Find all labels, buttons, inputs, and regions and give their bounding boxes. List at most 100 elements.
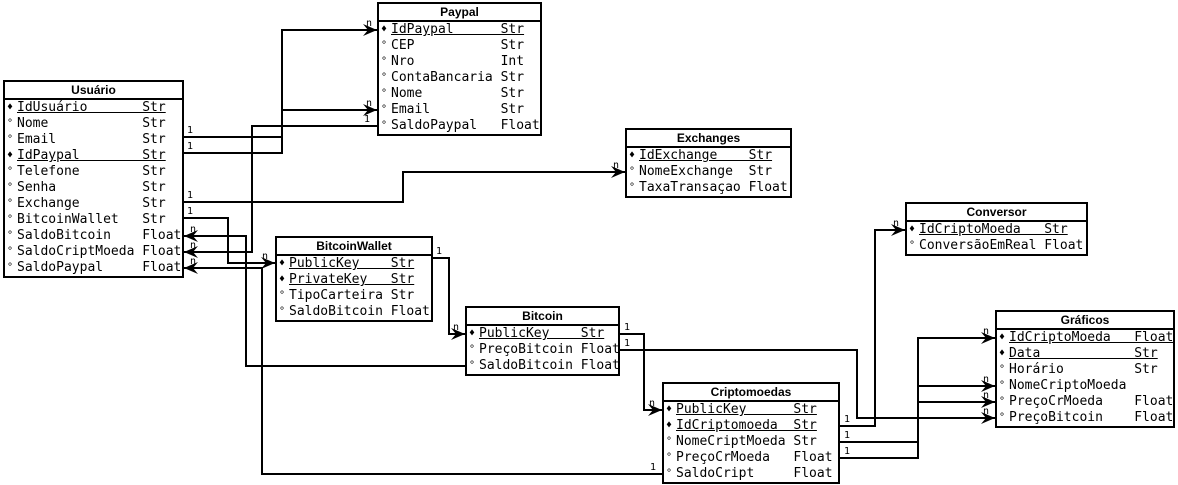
arrowhead-icon	[981, 380, 995, 392]
field-ring-icon: °	[279, 306, 286, 317]
field-name-and-type: PublicKey Str	[479, 326, 605, 341]
connector-bitcoin-to-criptomoedas-publickey[interactable]: 1n	[620, 322, 662, 416]
key-diamond-icon: ♦	[279, 258, 286, 269]
field-row-saldopaypal: °SaldoPaypal Float	[5, 260, 182, 276]
field-ring-icon: °	[381, 40, 388, 51]
field-row-taxatransaçao: °TaxaTransaçao Float	[627, 180, 790, 196]
cardinality-label: n	[983, 374, 989, 385]
entity-title: BitcoinWallet	[277, 238, 431, 256]
field-row-idpaypal: ♦IdPaypal Str	[5, 148, 182, 164]
field-row-saldobitcoin: °SaldoBitcoin Float	[467, 358, 618, 374]
cardinality-label: n	[190, 256, 196, 267]
entity-exchanges[interactable]: Exchanges♦IdExchange Str°NomeExchange St…	[625, 128, 792, 198]
connector-bitcoin-saldobitcoin-to-usuario-saldobitcoin[interactable]: n	[184, 224, 465, 367]
key-diamond-icon: ♦	[279, 274, 286, 285]
field-ring-icon: °	[469, 344, 476, 355]
key-diamond-icon: ♦	[381, 24, 388, 35]
field-name-and-type: Exchange Str	[17, 196, 166, 211]
entity-criptomoedas[interactable]: Criptomoedas♦PublicKey Str♦IdCriptomoeda…	[662, 382, 840, 484]
field-name-and-type: SaldoPaypal Float	[391, 118, 540, 133]
entity-usuario[interactable]: Usuário♦IdUsuário Str°Nome Str°Email Str…	[3, 80, 184, 278]
field-name-and-type: PrivateKey Str	[289, 272, 415, 287]
field-row-saldopaypal: °SaldoPaypal Float	[379, 118, 540, 134]
connector-criptomoedas-saldocript-to-usuario-saldopaypal[interactable]: 1n	[184, 256, 662, 475]
field-ring-icon: °	[279, 290, 286, 301]
key-diamond-icon: ♦	[7, 102, 14, 113]
connector-bitcoin-to-graficos-precobitcoin[interactable]: 1n	[620, 338, 995, 424]
field-name-and-type: Nome Str	[17, 116, 166, 131]
field-ring-icon: °	[999, 364, 1006, 375]
field-row-data: ♦Data Str	[997, 346, 1173, 362]
field-ring-icon: °	[629, 166, 636, 177]
field-row-preçobitcoin: °PreçoBitcoin Float	[997, 410, 1173, 426]
field-row-idusuário: ♦IdUsuário Str	[5, 100, 182, 116]
cardinality-label: 1	[187, 190, 193, 201]
entity-bitcoinwallet[interactable]: BitcoinWallet ♦PublicKey Str♦PrivateKey S…	[275, 236, 433, 322]
entity-title: Exchanges	[627, 130, 790, 148]
field-name-and-type: TaxaTransaçao Float	[639, 180, 788, 195]
field-row-idcriptomoeda: ♦IdCriptomoeda Str	[664, 418, 838, 434]
field-row-telefone: °Telefone Str	[5, 164, 182, 180]
field-row-contabancaria: °ContaBancaria Str	[379, 70, 540, 86]
field-name-and-type: PublicKey Str	[289, 256, 415, 271]
field-name-and-type: ConversãoEmReal Float	[919, 238, 1084, 253]
field-name-and-type: IdPaypal Str	[391, 22, 525, 37]
field-ring-icon: °	[7, 118, 14, 129]
field-name-and-type: PreçoBitcoin Float	[1009, 410, 1173, 425]
arrowhead-icon	[981, 412, 995, 424]
field-row-idcriptomoeda: ♦IdCriptoMoeda Str	[907, 222, 1086, 238]
field-ring-icon: °	[7, 214, 14, 225]
cardinality-label: 1	[844, 446, 850, 457]
connector-criptomoedas-to-graficos-idcriptomoeda[interactable]: 1n	[840, 326, 995, 459]
connector-usuario-to-paypal-idpaypal[interactable]: 1n	[184, 18, 377, 138]
entity-title: Bitcoin	[467, 308, 618, 326]
cardinality-label: 1	[187, 206, 193, 217]
field-ring-icon: °	[7, 262, 14, 273]
field-ring-icon: °	[909, 240, 916, 251]
field-name-and-type: PreçoCrMoeda Float	[1009, 394, 1173, 409]
connector-criptomoedas-to-conversor-idcriptomoeda[interactable]: 1n	[840, 218, 905, 427]
cardinality-label: 1	[624, 338, 630, 349]
field-name-and-type: SaldoBitcoin Float	[17, 228, 182, 243]
field-row-idcriptomoeda: ♦IdCriptoMoeda Float	[997, 330, 1173, 346]
field-row-nomecriptmoeda: °NomeCriptMoeda Str	[664, 434, 838, 450]
key-diamond-icon: ♦	[999, 332, 1006, 343]
connector-paypal-saldopaypal-to-usuario-saldocriptmoeda[interactable]: 1n	[184, 114, 377, 258]
connector-usuario-to-exchanges-nomeexchange[interactable]: 1n	[184, 160, 625, 203]
entity-paypal[interactable]: Paypal♦IdPaypal Str°CEP Str°Nro Int°Cont…	[377, 2, 542, 136]
cardinality-label: n	[366, 98, 372, 109]
field-row-privatekey: ♦PrivateKey Str	[277, 272, 431, 288]
cardinality-label: n	[262, 251, 268, 262]
entity-graficos[interactable]: Gráficos♦IdCriptoMoeda Float♦Data Str°Ho…	[995, 310, 1175, 428]
cardinality-label: 1	[844, 430, 850, 441]
entity-conversor[interactable]: Conversor♦IdCriptoMoeda Str°ConversãoEmR…	[905, 202, 1088, 256]
field-name-and-type: IdPaypal Str	[17, 148, 166, 163]
field-row-senha: °Senha Str	[5, 180, 182, 196]
field-name-and-type: PreçoCrMoeda Float	[676, 450, 833, 465]
connector-usuario-to-bitcoinwallet-publickey[interactable]: 1n	[184, 206, 275, 269]
field-name-and-type: SaldoPaypal Float	[17, 260, 182, 275]
field-ring-icon: °	[381, 120, 388, 131]
field-row-saldobitcoin: °SaldoBitcoin Float	[5, 228, 182, 244]
field-row-horário: °Horário Str	[997, 362, 1173, 378]
arrowhead-icon	[184, 262, 198, 274]
field-name-and-type: SaldoCript Float	[676, 466, 833, 481]
field-name-and-type: Email Str	[391, 102, 525, 117]
field-ring-icon: °	[381, 72, 388, 83]
field-ring-icon: °	[666, 436, 673, 447]
connector-bitcoinwallet-to-bitcoin-publickey[interactable]: 1n	[433, 246, 465, 340]
field-name-and-type: PreçoBitcoin Float	[479, 342, 618, 357]
cardinality-label: 1	[187, 141, 193, 152]
field-row-exchange: °Exchange Str	[5, 196, 182, 212]
connector-criptomoedas-to-graficos-precocrmoeda[interactable]: n	[918, 390, 995, 408]
connector-usuario-to-paypal-email[interactable]: 1n	[184, 98, 377, 154]
field-row-preçocrmoeda: °PreçoCrMoeda Float	[664, 450, 838, 466]
field-name-and-type: ContaBancaria Str	[391, 70, 525, 85]
cardinality-label: 1	[624, 322, 630, 333]
field-row-cep: °CEP Str	[379, 38, 540, 54]
cardinality-label: n	[893, 218, 899, 229]
entity-bitcoin[interactable]: Bitcoin♦PublicKey Str°PreçoBitcoin Float…	[465, 306, 620, 376]
entity-title: Usuário	[5, 82, 182, 100]
